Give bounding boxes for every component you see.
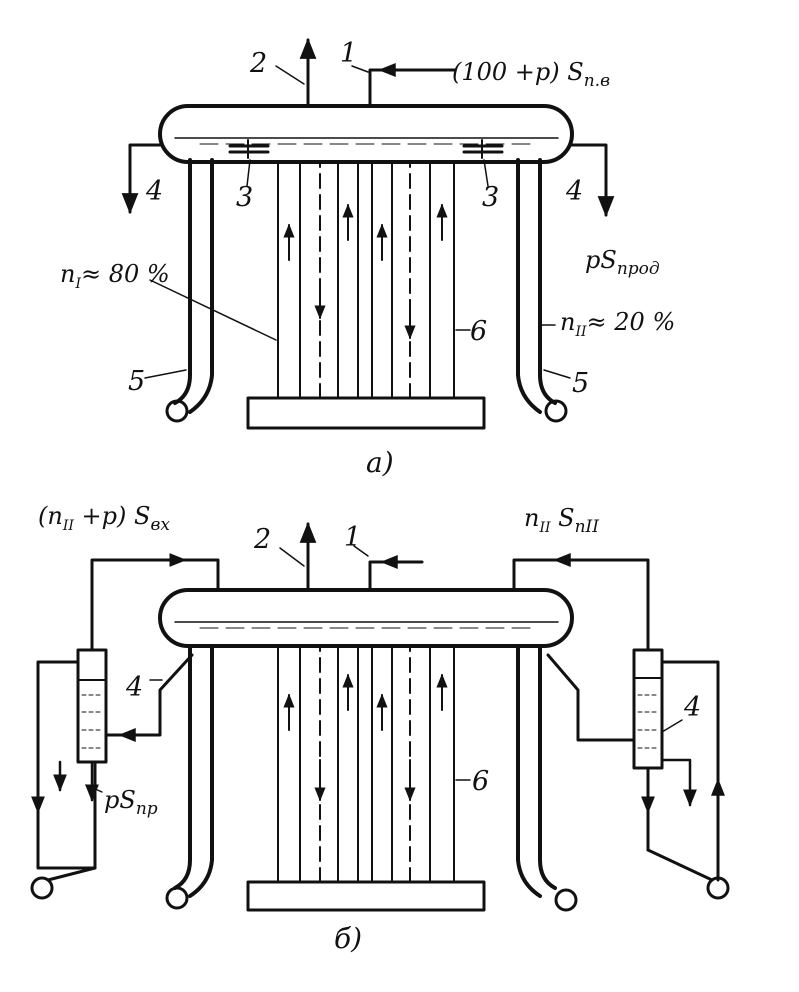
separator-left-b bbox=[76, 648, 108, 764]
callout-5-right-a: 5 bbox=[572, 368, 589, 399]
downcomer-right-b bbox=[516, 644, 557, 898]
callout-4-right-b: 4 bbox=[683, 692, 701, 723]
callout-4-left-a: 4 bbox=[145, 176, 163, 207]
riser-bundle-a bbox=[277, 161, 455, 399]
feed-pipe-b bbox=[368, 560, 424, 592]
callout-2-b: 2 bbox=[253, 524, 271, 555]
callout-5-left-a: 5 bbox=[128, 366, 145, 397]
separator-left-out-b bbox=[104, 653, 194, 737]
lower-header-b bbox=[246, 880, 486, 912]
diagram-b: (nII +p) Sвх 2 1 nII SпII 4 4 pSпр 6 б) bbox=[30, 502, 730, 955]
callout-4-right-a: 4 bbox=[565, 176, 583, 207]
blowdown-right-b bbox=[660, 758, 697, 807]
share-1-label-a: nI≈ 80 % bbox=[60, 260, 170, 292]
collector-right-b bbox=[554, 888, 578, 912]
collector-right-outer-b bbox=[706, 876, 730, 900]
separator-right-b bbox=[632, 648, 664, 770]
feed-pipe-a bbox=[368, 68, 457, 108]
inlet-label-right-b: nII SпII bbox=[524, 504, 599, 537]
callout-1-b: 1 bbox=[344, 522, 361, 553]
drum-b bbox=[158, 588, 574, 648]
callout-4-left-b: 4 bbox=[125, 672, 143, 703]
diagram-a: 2 1 (100 +p) Sп.в 3 3 4 4 pSпрод nI≈ 80 … bbox=[60, 37, 675, 479]
callout-3-left-a: 3 bbox=[236, 182, 253, 213]
downcomer-left-a bbox=[173, 158, 214, 414]
drum-a bbox=[158, 104, 574, 164]
feed-label-a: (100 +p) Sп.в bbox=[452, 58, 610, 91]
blowdown-label-b: pSпр bbox=[104, 786, 158, 819]
inlet-line-right-b bbox=[512, 558, 650, 652]
callout-2-a: 2 bbox=[249, 48, 267, 79]
callout-6-b: 6 bbox=[472, 766, 489, 797]
collector-left-outer-b bbox=[30, 876, 54, 900]
collector-left-a bbox=[165, 399, 189, 423]
callout-3-right-a: 3 bbox=[482, 182, 499, 213]
downcomer-right-a bbox=[516, 158, 557, 414]
blowdown-right-a bbox=[570, 143, 615, 218]
collector-right-a bbox=[544, 399, 568, 423]
lower-header-a bbox=[246, 396, 486, 430]
partition-left-a bbox=[228, 139, 270, 159]
callout-1-a: 1 bbox=[340, 38, 357, 69]
inlet-line-left-b bbox=[90, 558, 220, 652]
caption-a: а) bbox=[366, 446, 394, 479]
riser-bundle-b bbox=[277, 645, 455, 883]
separator-right-out-b bbox=[546, 653, 636, 742]
caption-b: б) bbox=[334, 922, 362, 955]
collector-left-b bbox=[165, 886, 189, 910]
inlet-label-left-b: (nII +p) Sвх bbox=[38, 502, 170, 535]
callout-6-a: 6 bbox=[470, 316, 487, 347]
blowdown-left-a bbox=[121, 143, 162, 215]
share-2-label-a: nII≈ 20 % bbox=[560, 308, 675, 340]
separator-left-return-b bbox=[36, 660, 97, 870]
partition-right-a bbox=[462, 139, 504, 159]
downcomer-left-b bbox=[173, 644, 214, 898]
blowdown-label-a: pSпрод bbox=[585, 246, 660, 279]
